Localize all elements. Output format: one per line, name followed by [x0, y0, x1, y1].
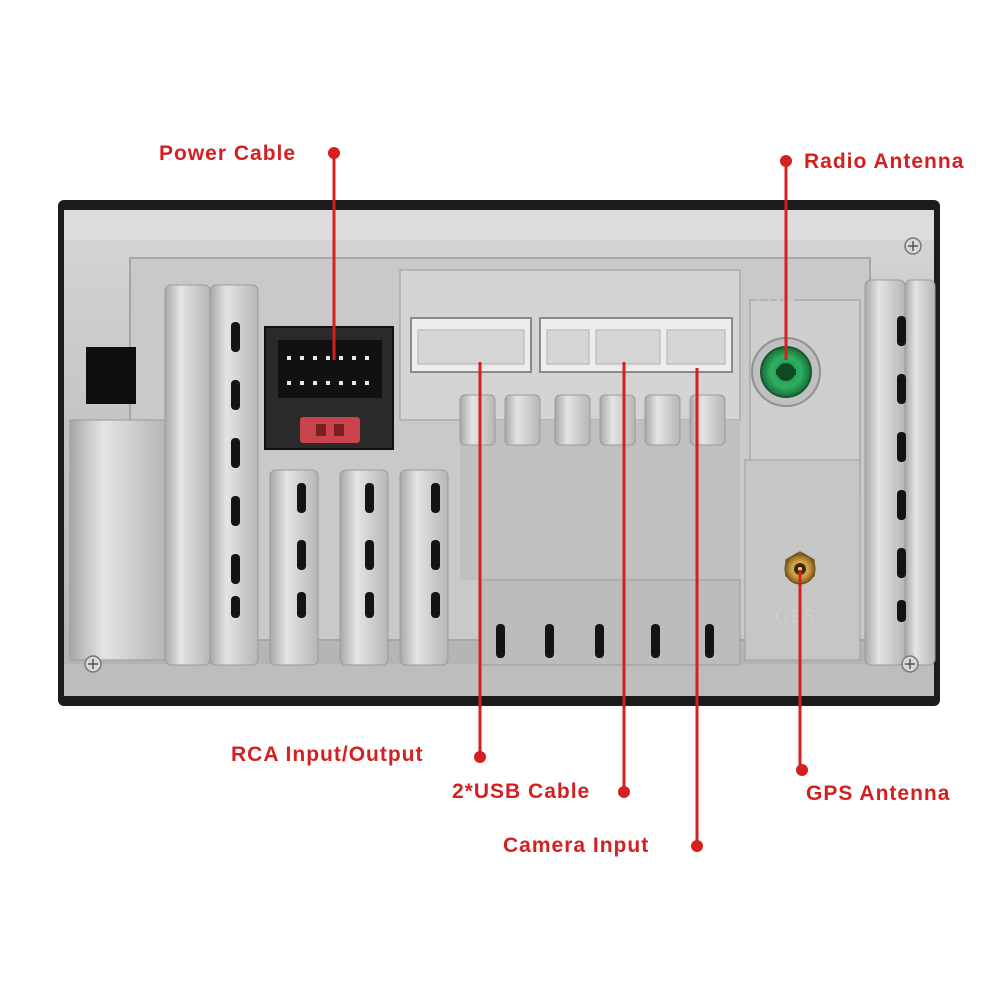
label-radio-antenna: Radio Antenna [804, 150, 965, 173]
square-cutout [86, 347, 136, 404]
rca-connector [410, 317, 532, 373]
label-camera-input: Camera Input [503, 834, 650, 857]
label-gps-antenna: GPS Antenna [806, 782, 951, 805]
usb-camera-connector [539, 317, 733, 373]
left-cooling-fins [69, 284, 449, 666]
upper-fin-tabs [459, 394, 726, 446]
screws [84, 237, 922, 673]
ant-marking: ANT [751, 297, 797, 317]
power-connector [264, 326, 394, 450]
label-rca: RCA Input/Output [231, 743, 424, 766]
gps-marking: GPS [775, 607, 818, 627]
label-usb: 2*USB Cable [452, 780, 591, 803]
bottom-cooling-fins [479, 579, 741, 666]
callout-dots [328, 147, 808, 852]
label-power-cable: Power Cable [159, 142, 297, 165]
gps-antenna-port: GPS [775, 551, 818, 627]
vent-slots [231, 316, 906, 658]
callout-lines [332, 153, 802, 846]
